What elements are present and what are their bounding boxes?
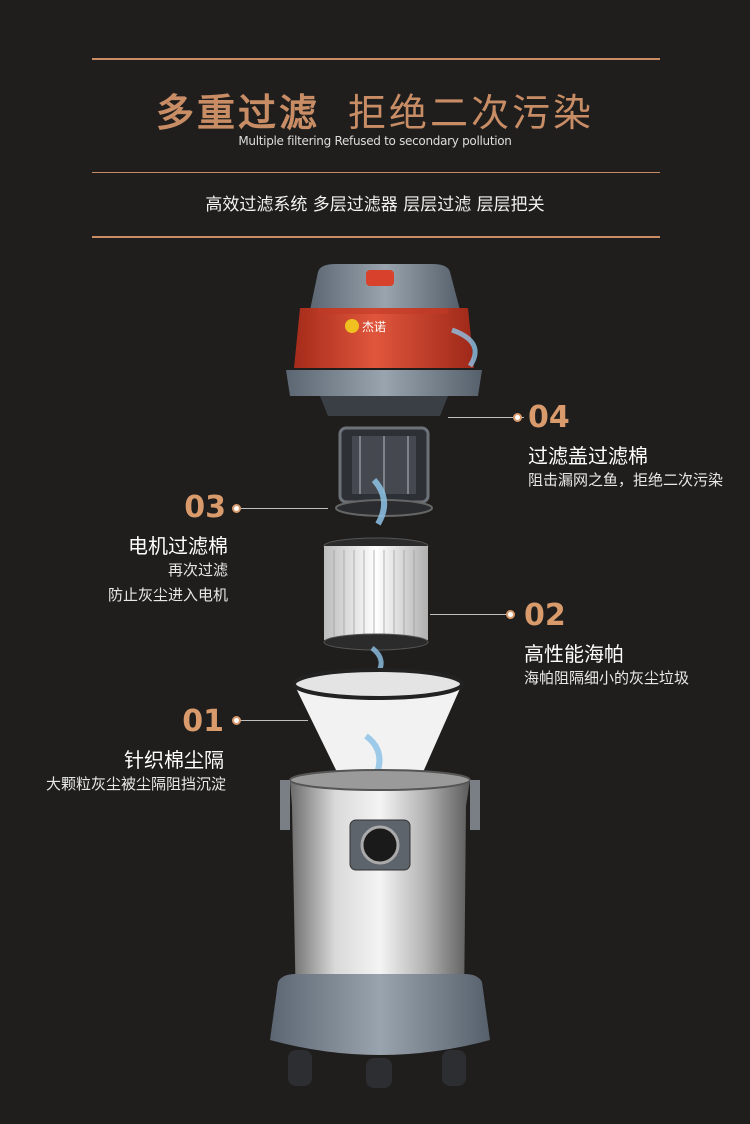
- callout-04-number: 04: [528, 400, 570, 435]
- callout-03-desc-2: 防止灰尘进入电机: [107, 586, 228, 604]
- tagline: 高效过滤系统 多层过滤器 层层过滤 层层把关: [205, 195, 545, 215]
- callout-03-desc-1: 再次过滤: [167, 561, 228, 579]
- callout-01-title: 针织棉尘隔: [124, 748, 224, 772]
- leader-line-02: [430, 614, 510, 615]
- marker-dot-02: [506, 610, 515, 619]
- title-part-b: 拒绝二次污染: [348, 91, 595, 135]
- callout-03-number: 03: [184, 490, 226, 525]
- callout-02-desc: 海帕阻隔细小的灰尘垃圾: [524, 669, 690, 687]
- callout-04-title: 过滤盖过滤棉: [528, 444, 648, 468]
- hepa-filter: [323, 537, 429, 678]
- page-subtitle: Multiple filtering Refused to secondary …: [238, 134, 512, 148]
- marker-dot-03: [232, 504, 241, 513]
- callout-03-title: 电机过滤棉: [128, 534, 228, 558]
- caster-base: [270, 974, 490, 1088]
- leader-line-01: [240, 720, 308, 721]
- callout-01-desc: 大颗粒灰尘被尘隔阻挡沉淀: [45, 775, 226, 793]
- motor-head: 杰诺: [286, 264, 482, 416]
- leader-line-03: [240, 508, 328, 509]
- callout-04-desc: 阻击漏网之鱼，拒绝二次污染: [528, 471, 724, 489]
- marker-dot-01: [232, 716, 241, 725]
- callout-02-title: 高性能海帕: [524, 642, 624, 666]
- title-part-a: 多重过滤: [155, 91, 320, 135]
- bottom-rule: [92, 236, 660, 238]
- steel-tank: [280, 769, 480, 1030]
- marker-dot-04: [513, 413, 522, 422]
- callout-01-number: 01: [182, 704, 224, 739]
- page-title: 多重过滤拒绝二次污染: [0, 82, 750, 137]
- callout-02-number: 02: [524, 598, 566, 633]
- top-rule: [92, 58, 660, 60]
- brand-logo: 杰诺: [362, 320, 386, 334]
- motor-filter-cage: [335, 426, 433, 526]
- vacuum-illustration: 杰诺: [270, 264, 490, 1088]
- mid-rule: [92, 172, 660, 173]
- leader-line-04: [448, 417, 524, 418]
- cloth-dust-filter: [292, 668, 464, 782]
